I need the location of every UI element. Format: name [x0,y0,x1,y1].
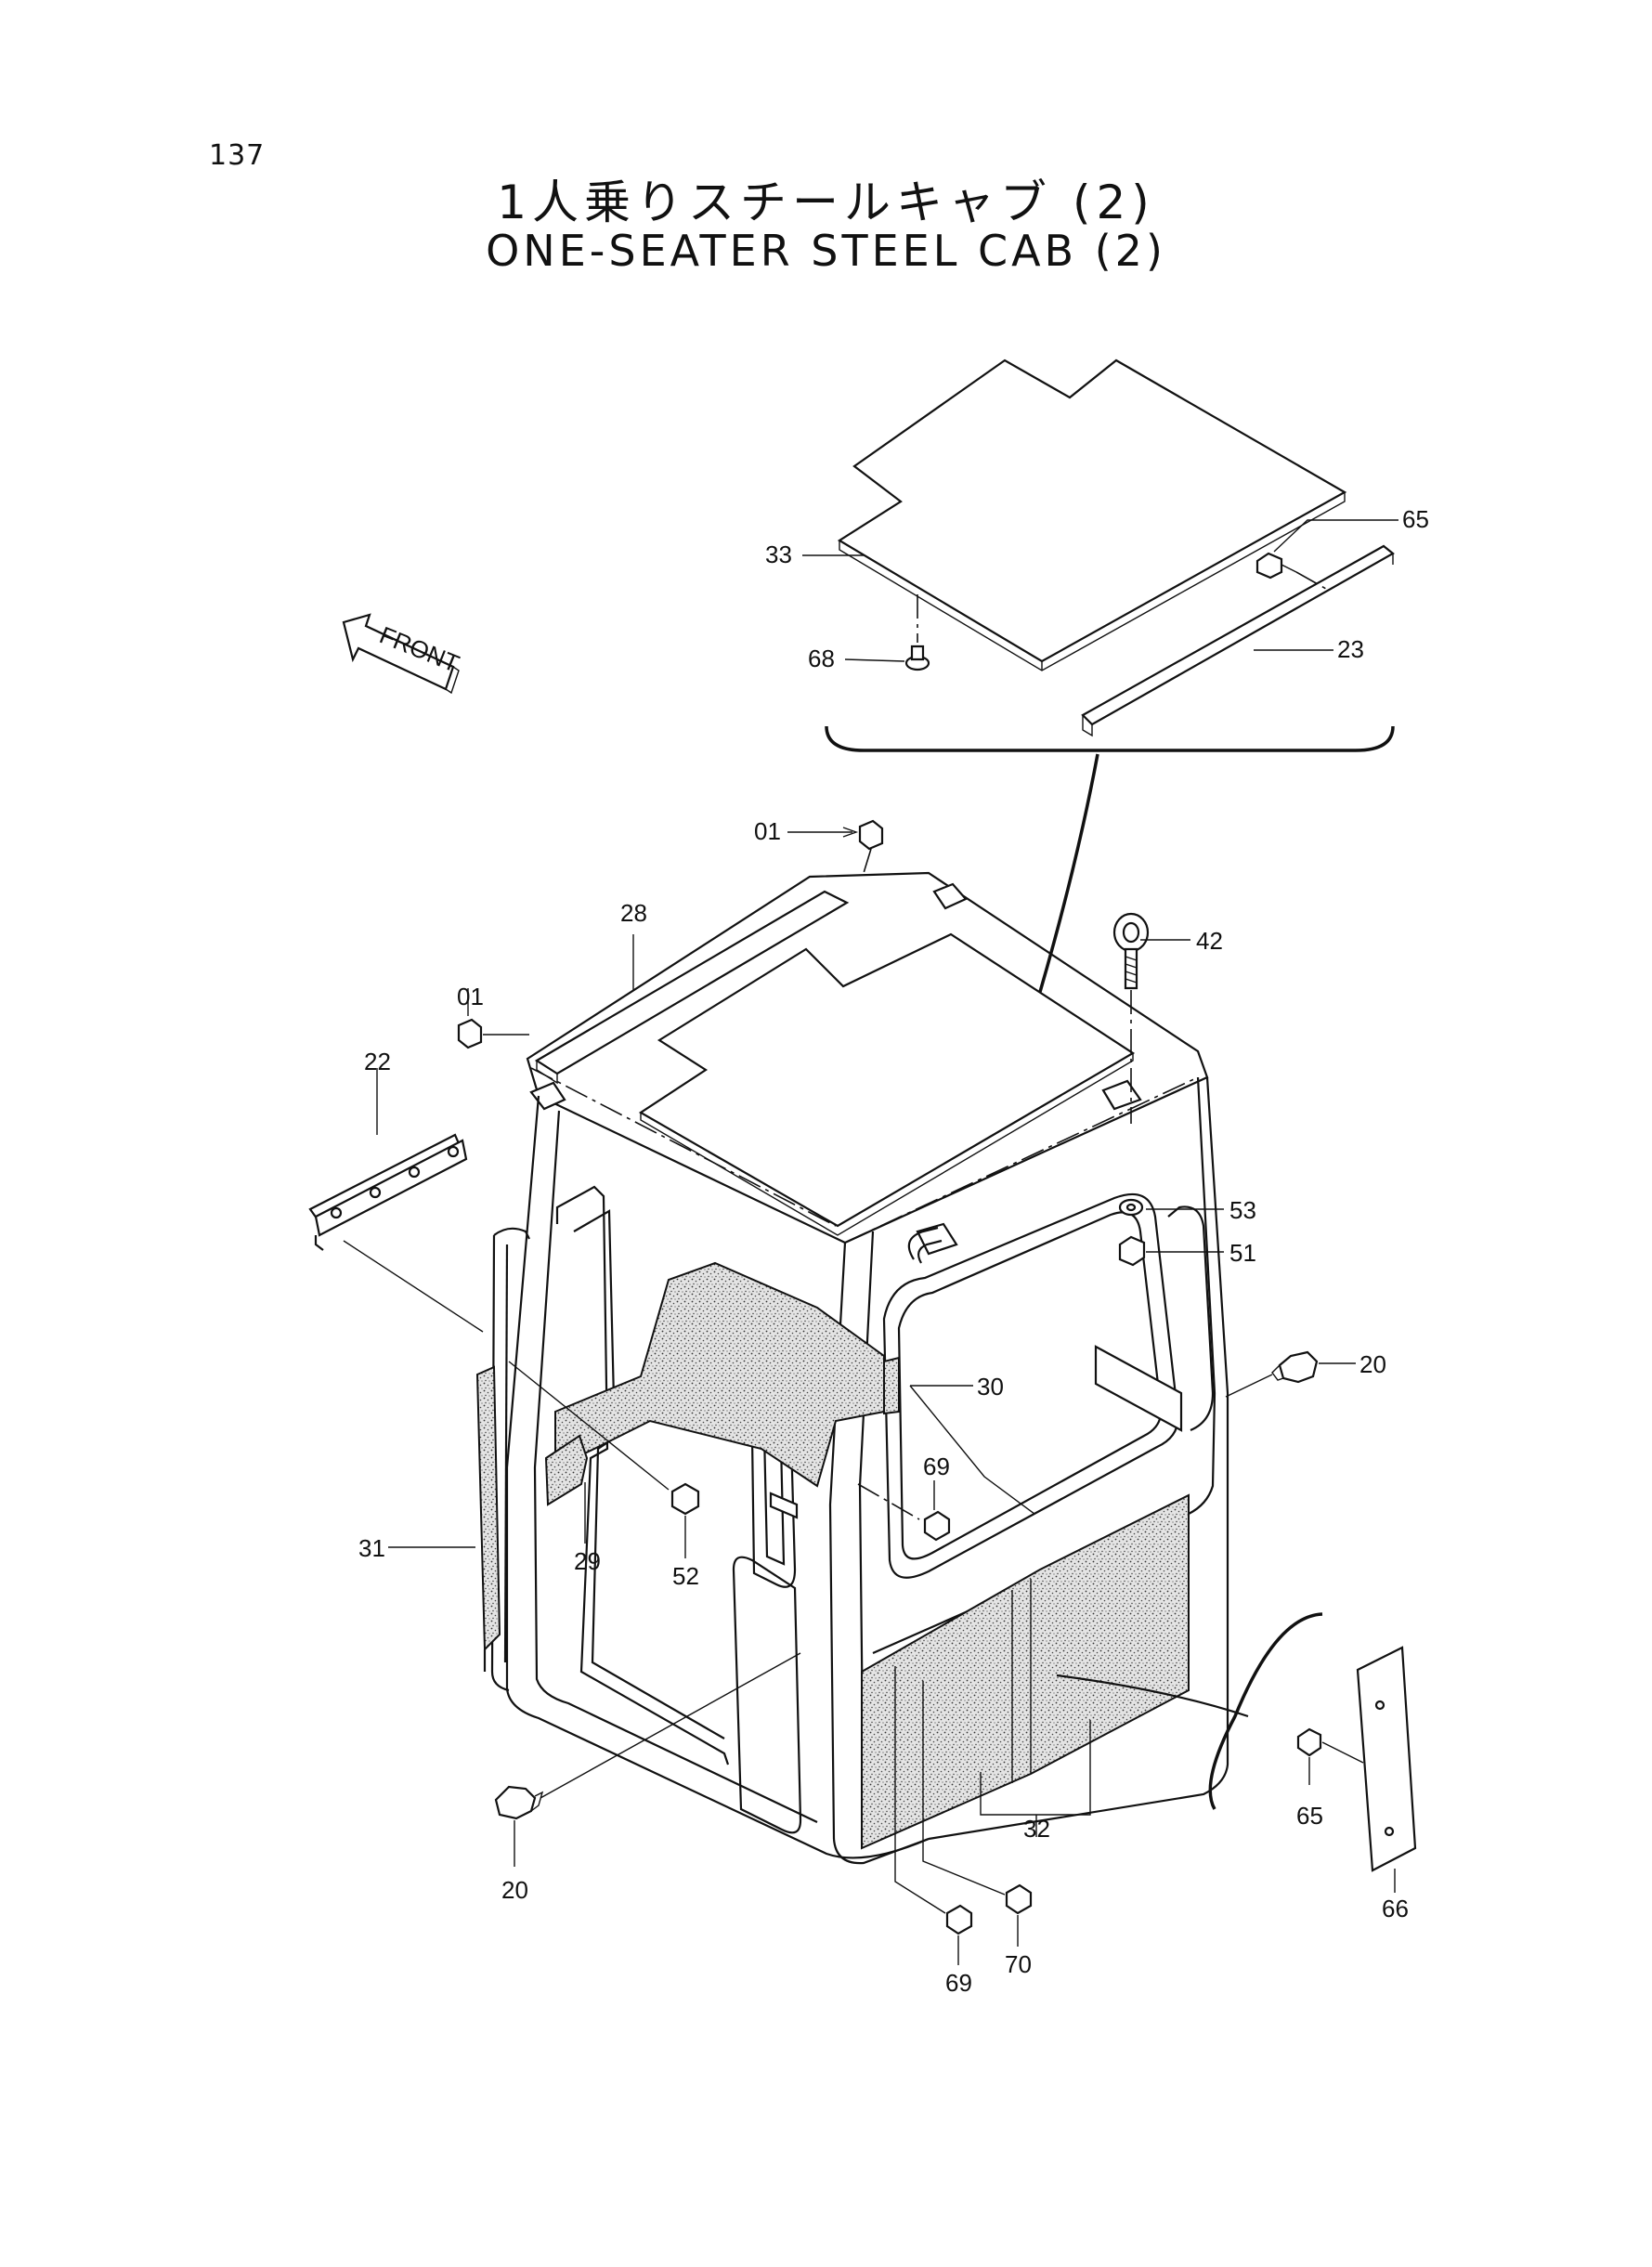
label-23: 23 [1337,635,1364,663]
label-65-top: 65 [1402,505,1429,533]
label-22: 22 [364,1048,391,1075]
label-51: 51 [1229,1239,1256,1267]
label-69-bottom: 69 [945,1969,972,1997]
front-arrow: FRONT [342,613,463,695]
label-70: 70 [1005,1950,1032,1978]
hardware-parts [343,519,1417,1965]
label-52: 52 [672,1562,699,1590]
label-01-left: 01 [457,983,484,1010]
label-53: 53 [1229,1196,1256,1224]
part-number-labels: 01 01 28 42 22 53 51 20 30 69 31 29 52 3… [358,505,1429,1997]
label-33: 33 [765,541,792,568]
label-42: 42 [1196,927,1223,955]
title-japanese: 1人乗りスチールキャブ (2) [497,176,1155,229]
label-28: 28 [620,899,647,927]
label-01-top: 01 [754,817,781,845]
label-69-mid: 69 [923,1453,950,1480]
cab-body [308,871,1229,1865]
label-29: 29 [574,1547,601,1575]
label-20-bottom: 20 [501,1876,528,1904]
label-20-right: 20 [1359,1350,1386,1378]
label-31: 31 [358,1534,385,1562]
label-66: 66 [1382,1895,1409,1922]
label-68: 68 [808,645,835,672]
label-32: 32 [1023,1815,1050,1843]
label-65-bottom: 65 [1296,1802,1323,1830]
roof-panel-inset [825,358,1395,993]
label-30: 30 [977,1373,1004,1401]
title-english: ONE-SEATER STEEL CAB (2) [486,226,1166,276]
page-number: 137 [209,139,266,172]
